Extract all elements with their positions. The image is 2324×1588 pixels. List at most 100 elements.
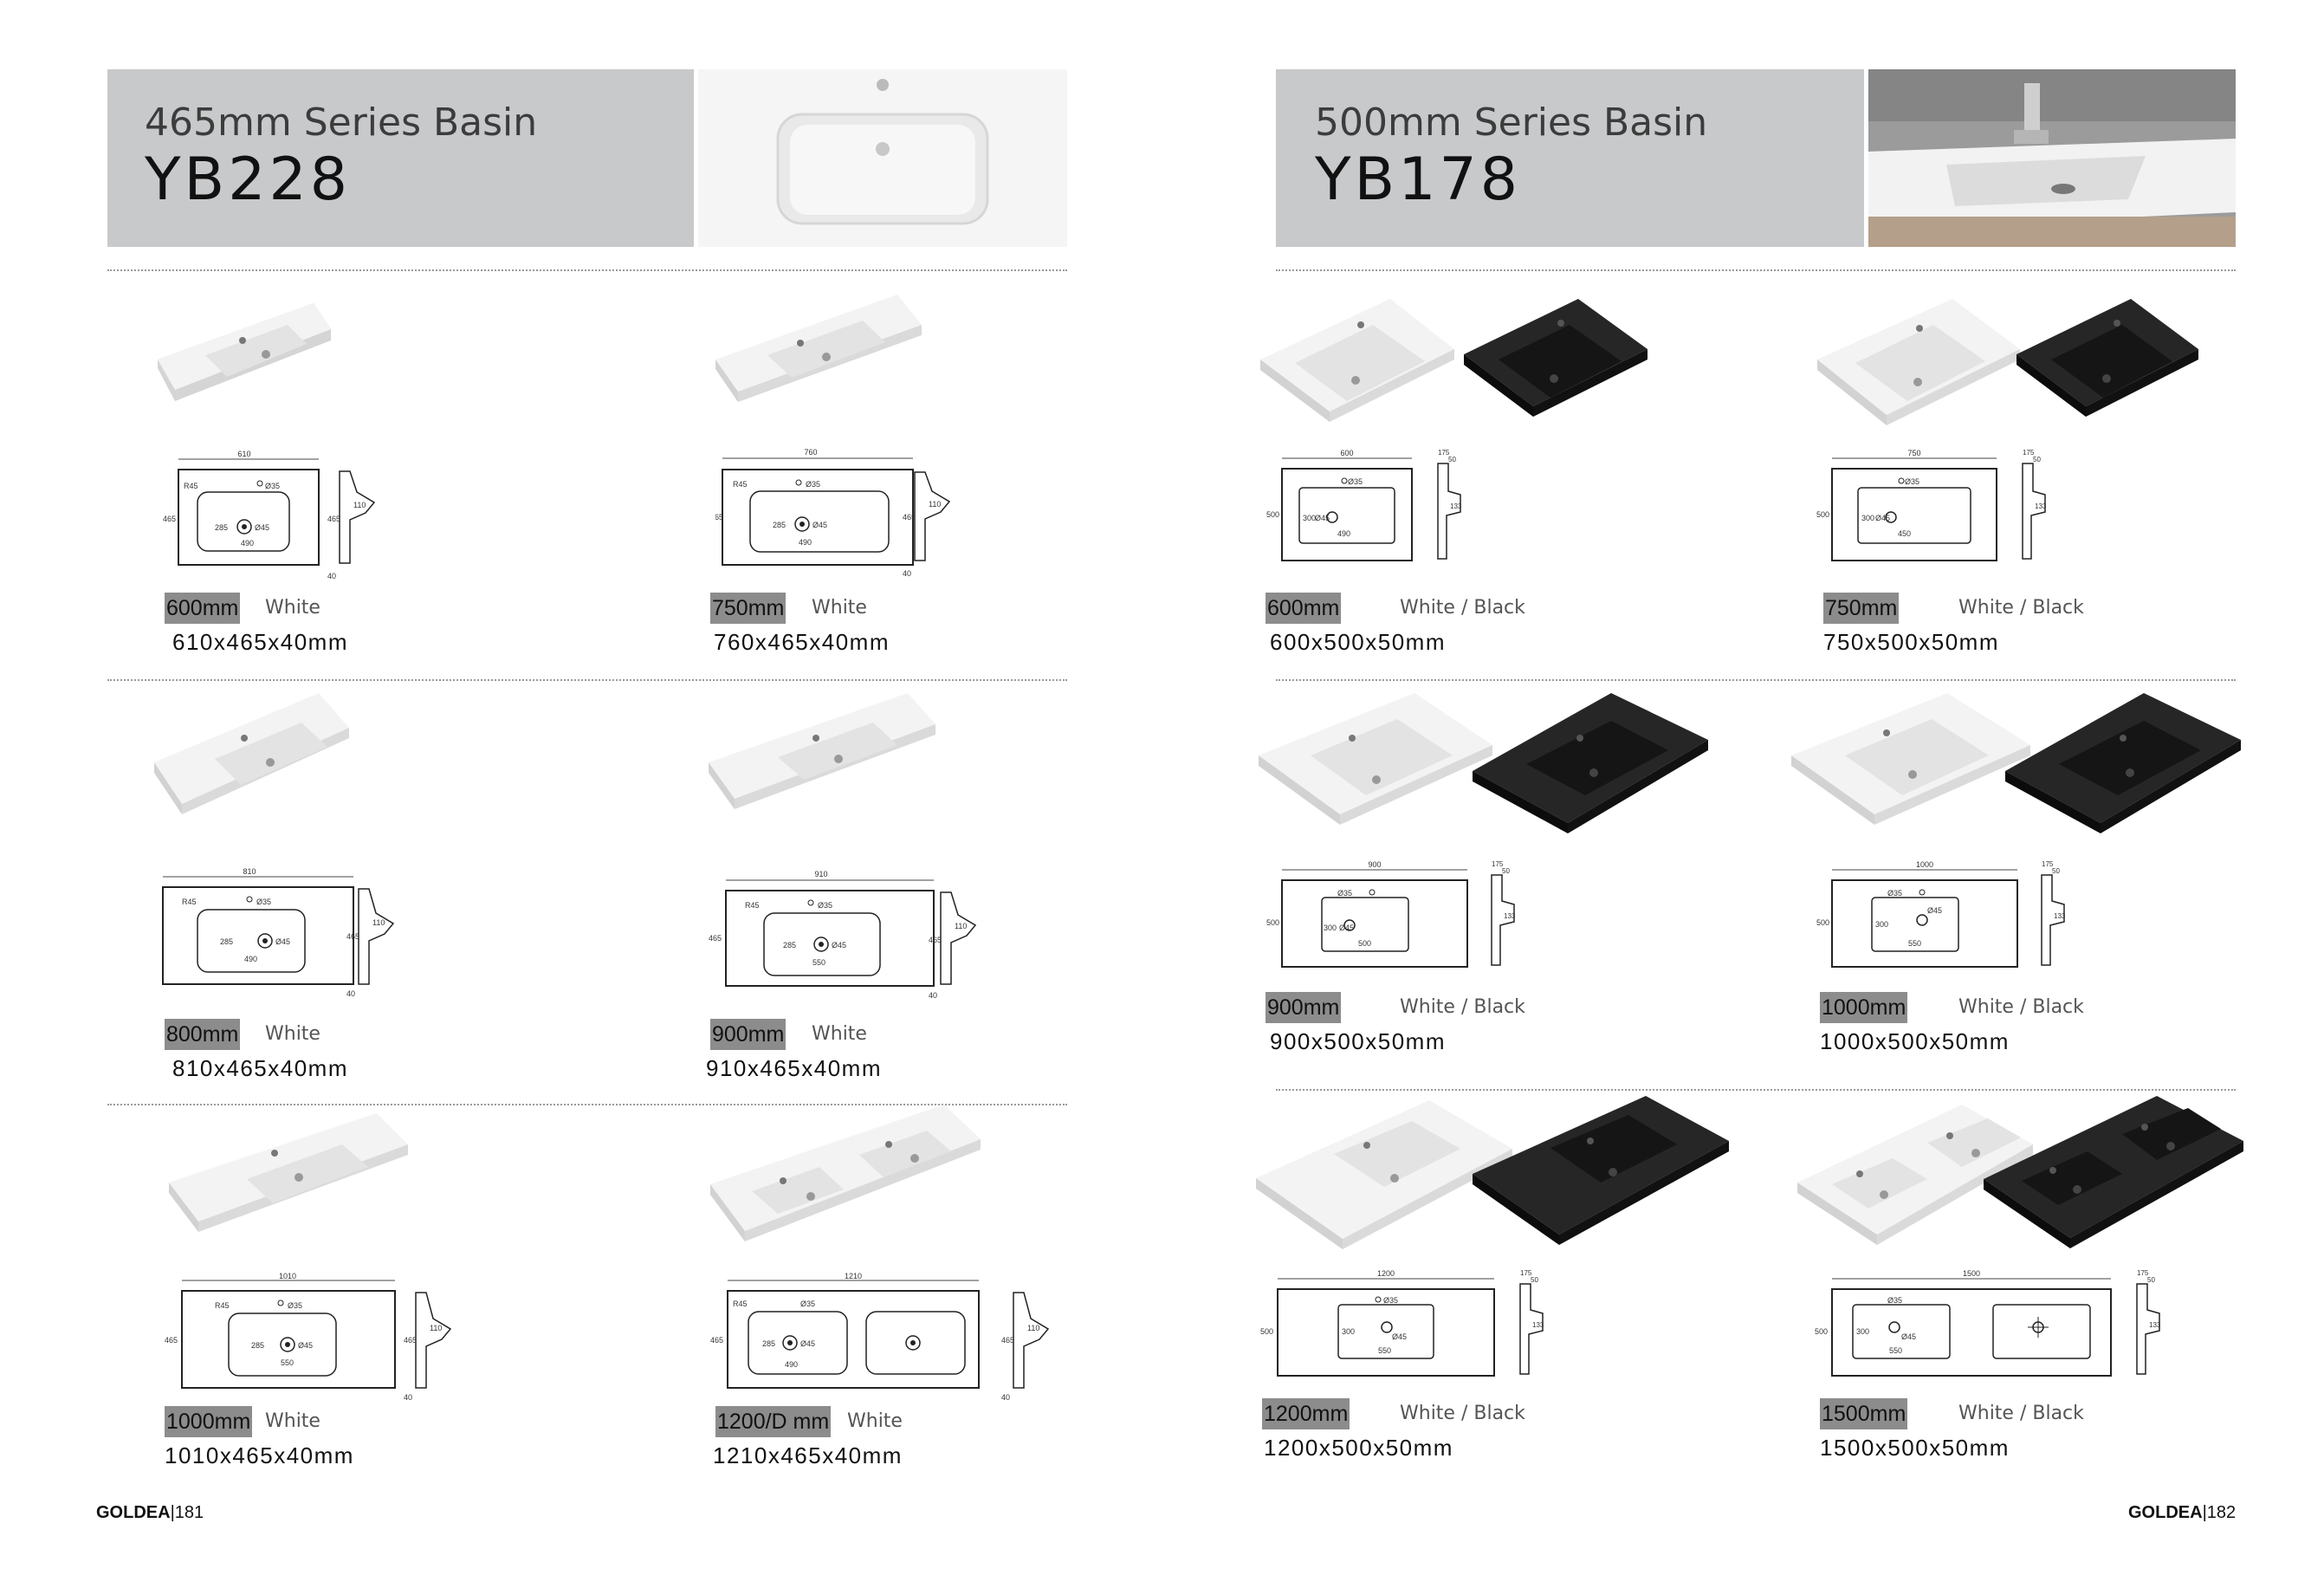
svg-text:500: 500 [1266, 918, 1279, 927]
svg-text:550: 550 [281, 1358, 294, 1367]
technical-drawing: 810 R45 Ø35 Ø45 490 285 110 465 40 [162, 867, 395, 998]
svg-text:110: 110 [955, 922, 967, 930]
color-label: White [265, 1023, 320, 1045]
svg-text:175: 175 [1492, 860, 1504, 868]
left-header-panel [107, 69, 694, 247]
basin-render-white [709, 693, 935, 809]
technical-drawing: 910 465 R45 Ø35 Ø45 550 285 110 465 40 [709, 870, 977, 1000]
color-label: White [812, 597, 867, 619]
svg-text:550: 550 [1889, 1346, 1902, 1355]
right-divider-top [1276, 269, 2236, 271]
svg-text:Ø35: Ø35 [818, 901, 832, 910]
svg-text:Ø45: Ø45 [1339, 924, 1354, 932]
dimensions-text: 1200x500x50mm [1264, 1435, 1453, 1461]
dimensions-text: 810x465x40mm [172, 1055, 348, 1081]
brand-name: GOLDEA [2128, 1503, 2203, 1522]
footer-separator: | [2202, 1503, 2207, 1522]
svg-text:300: 300 [1856, 1327, 1869, 1336]
svg-text:910: 910 [814, 870, 827, 878]
svg-text:50: 50 [1531, 1276, 1538, 1284]
footer-separator: | [170, 1503, 175, 1522]
svg-text:175: 175 [2137, 1269, 2149, 1277]
svg-text:900: 900 [1368, 860, 1381, 869]
size-badge: 600mm [1266, 593, 1342, 624]
svg-text:610: 610 [237, 450, 250, 458]
svg-text:R45: R45 [184, 482, 198, 490]
technical-drawing: 900 500 Ø35 Ø45 500 300 175 50 133 [1266, 860, 1516, 968]
technical-drawing: 750 500 Ø35 Ø45 450 300 175 50 133 [1816, 449, 2047, 561]
right-page-footer: GOLDEA|182 [2128, 1503, 2236, 1523]
svg-text:465: 465 [163, 515, 176, 523]
svg-text:450: 450 [1898, 529, 1911, 538]
color-label: White [265, 1410, 320, 1432]
svg-text:Ø35: Ø35 [1348, 477, 1363, 486]
svg-text:Ø45: Ø45 [1315, 514, 1330, 522]
size-badge: 1000mm [1820, 992, 1908, 1023]
size-badge: 600mm [165, 593, 241, 624]
basin-render-white-double [1797, 1105, 2033, 1245]
svg-text:465: 465 [404, 1336, 417, 1345]
svg-text:Ø45: Ø45 [298, 1341, 313, 1350]
svg-text:490: 490 [241, 539, 254, 548]
svg-text:465: 465 [710, 1336, 723, 1345]
svg-text:500: 500 [1815, 1327, 1828, 1336]
color-label: White / Black [1958, 1403, 2084, 1424]
svg-text:500: 500 [1266, 510, 1279, 519]
technical-drawing: 1210 465 R45 Ø35 Ø45 490 285 110 465 40 [710, 1272, 1050, 1402]
basin-render-black [2005, 693, 2241, 833]
svg-text:300: 300 [1875, 920, 1888, 929]
svg-text:40: 40 [1001, 1393, 1010, 1402]
svg-text:500: 500 [1260, 1327, 1273, 1336]
svg-text:133: 133 [2054, 912, 2066, 920]
svg-text:175: 175 [1438, 449, 1450, 457]
svg-text:Ø45: Ø45 [812, 521, 827, 529]
color-label: White / Black [1400, 996, 1525, 1018]
svg-text:490: 490 [1337, 529, 1350, 538]
svg-text:Ø45: Ø45 [1901, 1332, 1916, 1341]
svg-text:550: 550 [812, 958, 825, 967]
svg-text:500: 500 [1358, 939, 1371, 948]
right-divider-row2 [1276, 1089, 2236, 1091]
color-label: White / Black [1400, 597, 1525, 619]
basin-render-white [158, 303, 331, 401]
svg-text:285: 285 [251, 1341, 264, 1350]
svg-text:R45: R45 [182, 898, 197, 906]
svg-text:Ø35: Ø35 [1887, 889, 1902, 898]
svg-text:Ø45: Ø45 [255, 523, 269, 532]
size-badge: 750mm [1823, 593, 1900, 624]
svg-text:300: 300 [1324, 924, 1337, 932]
color-label: White [847, 1410, 903, 1432]
svg-text:110: 110 [353, 501, 366, 509]
svg-text:1200: 1200 [1377, 1269, 1395, 1278]
color-label: White / Black [1958, 597, 2084, 619]
svg-text:R45: R45 [733, 1300, 748, 1308]
svg-text:50: 50 [2052, 867, 2060, 875]
basin-render-black [1473, 1096, 1729, 1245]
svg-text:Ø35: Ø35 [1337, 889, 1352, 898]
svg-text:Ø35: Ø35 [806, 480, 820, 489]
basin-render-white [1260, 299, 1454, 422]
svg-text:R45: R45 [215, 1301, 230, 1310]
svg-text:465: 465 [903, 513, 916, 522]
svg-text:1000: 1000 [1916, 860, 1933, 869]
svg-text:175: 175 [2023, 449, 2035, 457]
basin-render-white [154, 693, 349, 814]
right-model-code: YB178 [1315, 146, 1521, 214]
svg-text:R45: R45 [733, 480, 748, 489]
right-divider-row1 [1276, 679, 2236, 681]
svg-text:175: 175 [2042, 860, 2054, 868]
technical-drawing: 610 465 R45 Ø35 Ø45 490 285 110 465 40 [163, 450, 376, 580]
svg-text:285: 285 [220, 937, 233, 946]
svg-text:750: 750 [1907, 449, 1920, 457]
technical-drawing: 600 500 Ø35 Ø45 490 300 175 50 133 [1266, 449, 1462, 561]
svg-text:465: 465 [1001, 1336, 1014, 1345]
svg-text:110: 110 [1027, 1324, 1039, 1332]
basin-render-white-double [710, 1105, 981, 1241]
technical-drawing: 1010 465 R45 Ø35 Ø45 550 285 110 465 40 [165, 1272, 452, 1402]
dimensions-text: 1010x465x40mm [165, 1442, 354, 1468]
dimensions-text: 1000x500x50mm [1820, 1028, 2010, 1054]
svg-text:40: 40 [327, 572, 336, 580]
svg-text:110: 110 [430, 1324, 442, 1332]
basin-render-white [1791, 693, 2030, 825]
svg-text:Ø35: Ø35 [800, 1300, 815, 1308]
